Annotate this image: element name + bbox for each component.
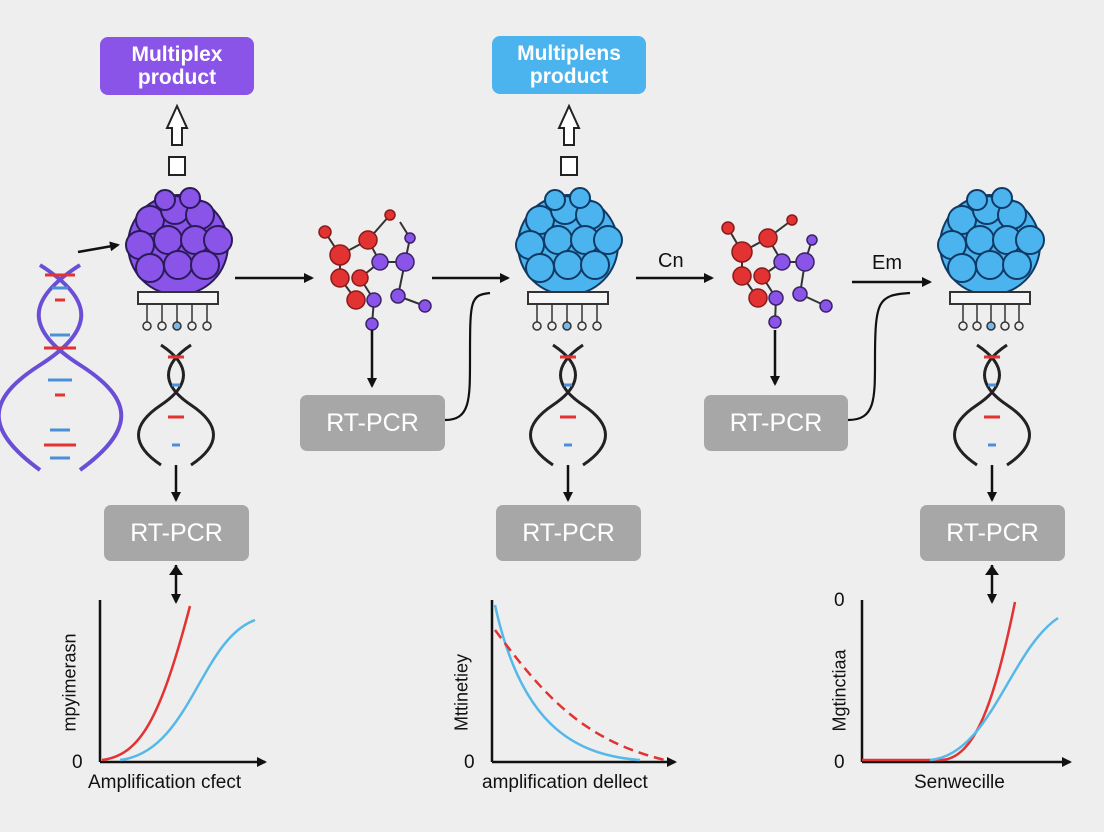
dna-helix-col2 xyxy=(529,343,607,467)
chart-1-y-label: mpyimerasn xyxy=(59,633,80,732)
rtpcr-box-3: RT-PCR xyxy=(104,505,249,561)
molecule-network-1 xyxy=(318,209,432,331)
chart-1 xyxy=(98,600,267,767)
up-arrow-left xyxy=(165,103,189,176)
chart-2-blue-curve xyxy=(493,604,641,762)
chart-1-blue-curve xyxy=(119,618,256,762)
chart-1-y-origin: 0 xyxy=(72,752,83,773)
rtpcr-box-4: RT-PCR xyxy=(496,505,641,561)
double-arrow-col3 xyxy=(985,565,999,604)
edge-label-cn: Cn xyxy=(658,250,684,272)
molecule-network-2 xyxy=(721,214,833,329)
dna-helix-col1 xyxy=(137,343,215,467)
chart-3-y-origin: 0 xyxy=(834,752,845,773)
chart-2 xyxy=(490,600,677,767)
double-arrow-col1 xyxy=(169,565,183,604)
chart-2-red-dashed-curve xyxy=(494,629,666,762)
enzyme-cluster-blue-2 xyxy=(937,187,1045,331)
chart-3-blue-curve xyxy=(929,616,1059,762)
enzyme-cluster-purple xyxy=(125,187,233,331)
enzyme-cluster-blue-1 xyxy=(515,187,623,331)
multiplens-product-label: Multiplens product xyxy=(517,42,621,88)
edge-label-em: Em xyxy=(872,252,902,274)
chart-3 xyxy=(860,600,1072,767)
dna-helix-col3 xyxy=(953,343,1031,467)
up-arrow-middle xyxy=(557,103,581,176)
chart-1-x-label: Amplification cfect xyxy=(88,772,242,793)
chart-2-x-label: amplification dellect xyxy=(482,772,648,793)
rtpcr-box-5: RT-PCR xyxy=(920,505,1065,561)
chart-1-red-curve xyxy=(101,605,192,762)
chart-2-y-origin: 0 xyxy=(464,752,475,773)
rtpcr-box-1: RT-PCR xyxy=(300,395,445,451)
chart-3-red-curve xyxy=(862,601,1017,762)
left-dna-strand xyxy=(0,263,124,472)
chart-3-y-top: 0 xyxy=(834,590,845,611)
multiplens-product-box: Multiplens product xyxy=(492,36,646,94)
multiplex-product-box: Multiplex product xyxy=(100,37,254,95)
rtpcr-box-2: RT-PCR xyxy=(704,395,848,451)
chart-3-x-label: Senwecille xyxy=(914,772,1005,793)
multiplex-product-label: Multiplex product xyxy=(131,43,223,89)
